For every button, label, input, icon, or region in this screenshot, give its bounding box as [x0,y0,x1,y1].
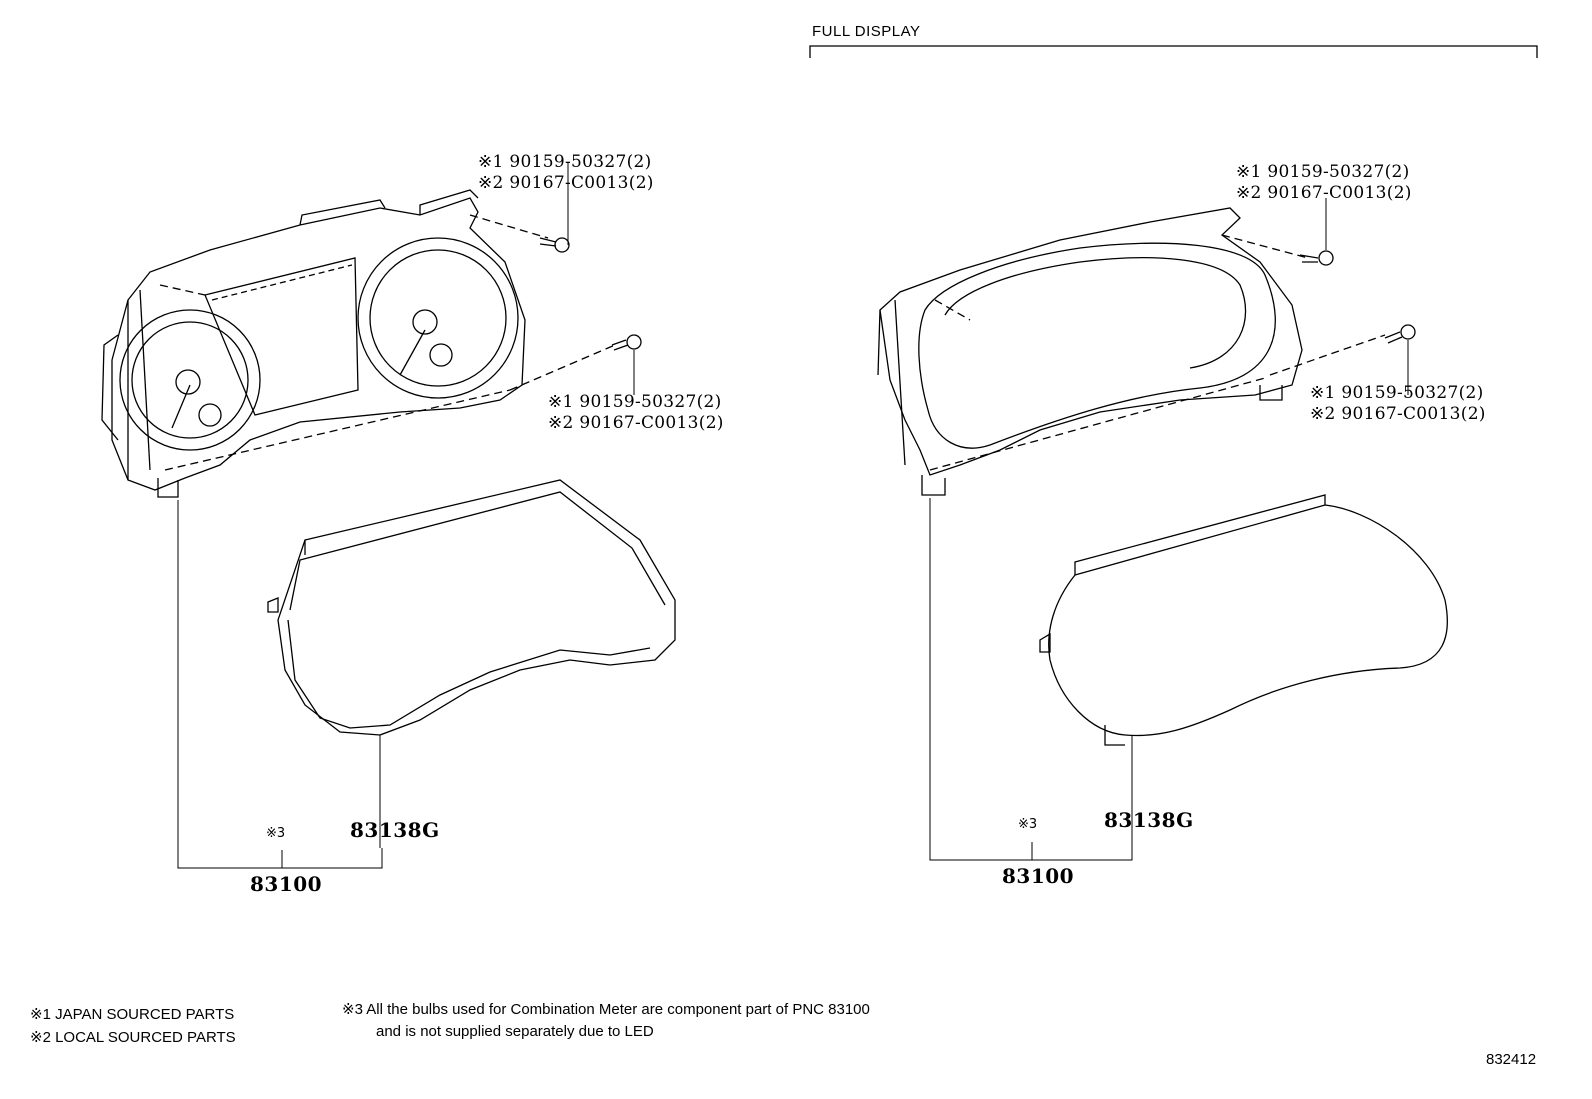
left-upper-bolt-label-2: ※2 90167-C0013(2) [478,173,654,193]
right-upper-bolt-icon [1299,198,1334,266]
left-lens-part-number: 83138G [350,818,440,842]
illustration-number: 832412 [1486,1051,1537,1068]
left-meter-lens [267,479,676,848]
legend-note-1: ※1 JAPAN SOURCED PARTS [30,1006,235,1023]
right-callout-lines [929,498,1133,861]
legend-note-3-line-2: and is not supplied separately due to LE… [376,1023,654,1040]
right-note-ref: ※3 [1018,817,1038,832]
right-meter-lens [1039,494,1448,840]
right-upper-bolt-label-2: ※2 90167-C0013(2) [1236,183,1412,203]
full-display-bracket [809,45,1538,58]
left-upper-bolt-label-1: ※1 90159-50327(2) [478,152,652,172]
left-upper-bolt-icon [539,162,570,253]
right-upper-bolt-label-1: ※1 90159-50327(2) [1236,162,1410,182]
right-lower-bolt-label-2: ※2 90167-C0013(2) [1310,404,1486,424]
left-lower-bolt-label-1: ※1 90159-50327(2) [548,392,722,412]
left-combination-meter [101,189,616,498]
left-note-ref: ※3 [266,826,286,841]
legend-note-3-line-1: ※3 All the bulbs used for Combination Me… [342,1001,870,1018]
right-lower-bolt-icon [1384,324,1416,395]
right-lower-bolt-label-1: ※1 90159-50327(2) [1310,383,1484,403]
section-label: FULL DISPLAY [812,23,921,40]
left-callout-lines [177,500,383,869]
left-meter-part-number: 83100 [250,872,323,896]
right-lens-part-number: 83138G [1104,808,1194,832]
right-combination-meter [877,207,1386,496]
left-lower-bolt-label-2: ※2 90167-C0013(2) [548,413,724,433]
left-lower-bolt-icon [611,334,642,395]
right-meter-part-number: 83100 [1002,864,1075,888]
legend-note-2: ※2 LOCAL SOURCED PARTS [30,1029,236,1046]
